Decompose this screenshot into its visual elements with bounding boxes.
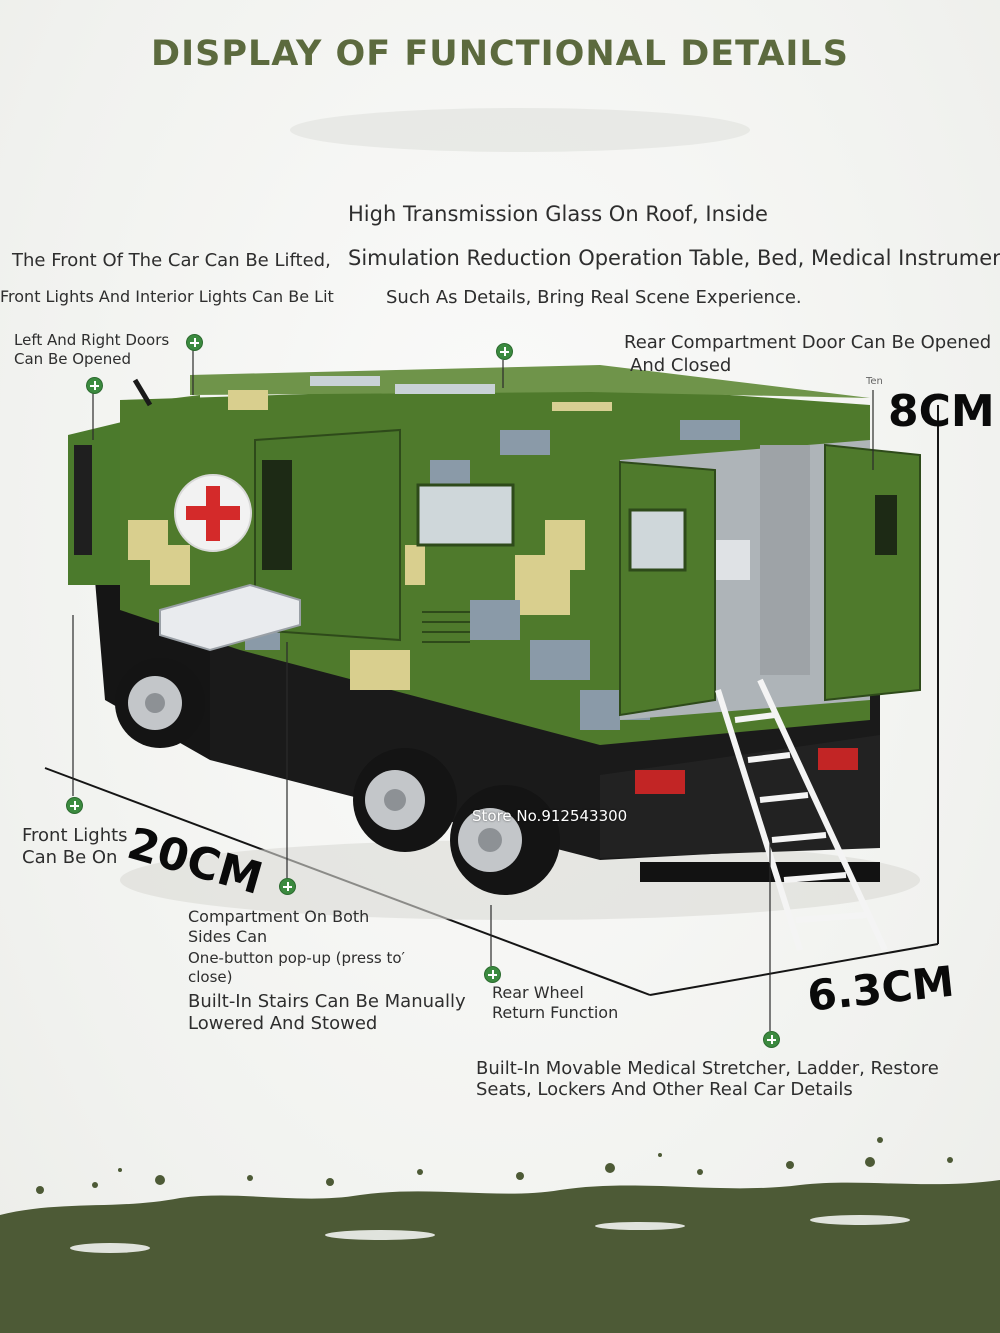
- caption-compartment-line4: close): [188, 968, 233, 986]
- caption-roof-line1: High Transmission Glass On Roof, Inside: [348, 202, 768, 226]
- caption-stairs-line2: Lowered And Stowed: [188, 1013, 378, 1034]
- caption-front-lights-line1: Front Lights: [22, 825, 128, 846]
- caption-stretcher-line2: Seats, Lockers And Other Real Car Detail…: [476, 1079, 853, 1100]
- caption-doors-line1: Left And Right Doors: [14, 331, 170, 349]
- red-cross-emblem: [174, 474, 252, 552]
- caption-compartment-line3: One-button pop-up (press to′: [188, 949, 405, 967]
- hotspot-plus-icon[interactable]: [66, 797, 83, 814]
- caption-rear-door-line2: And Closed: [630, 355, 732, 376]
- caption-rear-wheel-line2: Return Function: [492, 1003, 619, 1022]
- hotspot-plus-icon[interactable]: [763, 1031, 780, 1048]
- caption-compartment-line1: Compartment On Both: [188, 907, 370, 926]
- truck-box: [120, 365, 921, 952]
- caption-stretcher-line1: Built-In Movable Medical Stretcher, Ladd…: [476, 1058, 939, 1079]
- hotspot-plus-icon[interactable]: [279, 878, 296, 895]
- caption-rear-door-line1: Rear Compartment Door Can Be Opened: [624, 332, 992, 353]
- hotspot-plus-icon[interactable]: [86, 377, 103, 394]
- caption-roof-line2: Simulation Reduction Operation Table, Be…: [348, 246, 1000, 270]
- store-watermark: Store No.912543300: [472, 807, 628, 825]
- hotspot-plus-icon[interactable]: [496, 343, 513, 360]
- caption-compartment-line2: Sides Can: [188, 927, 268, 946]
- hotspot-plus-icon[interactable]: [186, 334, 203, 351]
- caption-small-tag: Ten: [866, 376, 883, 387]
- caption-front-line1: The Front Of The Car Can Be Lifted,: [12, 250, 331, 271]
- leader-lines: [72, 350, 874, 1031]
- caption-front-line2: Front Lights And Interior Lights Can Be …: [0, 287, 334, 306]
- rear-ladder: [715, 678, 888, 952]
- caption-front-lights-line2: Can Be On: [22, 847, 118, 868]
- truck-wheels: [115, 658, 560, 895]
- caption-doors-line2: Can Be Opened: [14, 350, 132, 368]
- ground-splatter: [0, 1137, 1000, 1333]
- caption-stairs-line1: Built-In Stairs Can Be Manually: [188, 991, 466, 1012]
- hotspot-plus-icon[interactable]: [484, 966, 501, 983]
- caption-rear-wheel-line1: Rear Wheel: [492, 983, 584, 1002]
- page-title: DISPLAY OF FUNCTIONAL DETAILS: [151, 34, 849, 74]
- dimension-height: 8CM: [888, 386, 995, 437]
- caption-roof-line3: Such As Details, Bring Real Scene Experi…: [386, 287, 802, 308]
